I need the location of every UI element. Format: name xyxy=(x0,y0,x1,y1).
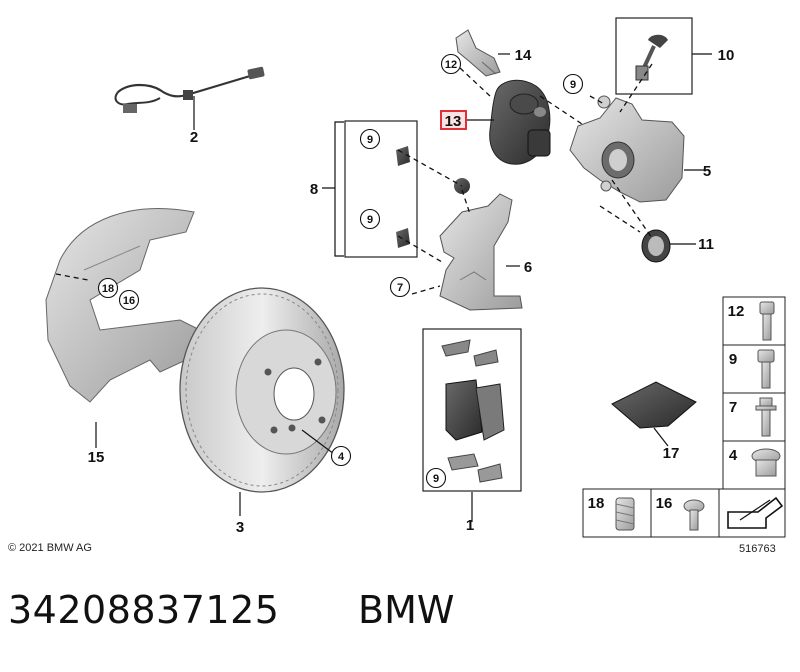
callout-3: 3 xyxy=(236,519,244,536)
assembly-lines xyxy=(55,63,653,295)
callout-7: 7 xyxy=(397,282,403,294)
brake-actuator-part-13 xyxy=(489,79,551,165)
image-number: 516763 xyxy=(739,543,776,555)
callout-18: 18 xyxy=(102,283,114,295)
callout-6: 6 xyxy=(524,259,532,276)
brake-pad-box-part-1 xyxy=(422,328,522,492)
callout-9-pads: 9 xyxy=(433,473,439,485)
brake-disc-part-3 xyxy=(179,287,345,493)
copyright-text: © 2021 BMW AG xyxy=(8,542,92,554)
grid-label-7: 7 xyxy=(729,399,737,416)
bolt-12-icon xyxy=(759,301,775,341)
grid-label-16: 16 xyxy=(656,495,673,512)
arrow-symbol-icon xyxy=(727,496,784,529)
bolt-set-box-part-8 xyxy=(344,120,418,258)
leader-lines xyxy=(95,53,712,522)
grid-label-18: 18 xyxy=(588,495,605,512)
plug-4-icon xyxy=(751,448,781,477)
callout-labels: 1 2 3 5 6 8 10 11 14 15 17 xyxy=(88,47,735,536)
callout-9-top: 9 xyxy=(570,79,576,91)
wear-sensor-cable xyxy=(114,66,265,113)
callout-12: 12 xyxy=(445,59,457,71)
brand-name: BMW xyxy=(358,588,455,632)
wear-sensor-part-10 xyxy=(615,17,693,95)
shim-part-17 xyxy=(611,381,697,429)
callout-13: 13 xyxy=(445,113,462,130)
caliper-part-5 xyxy=(569,95,685,203)
callout-4: 4 xyxy=(338,451,345,463)
caliper-carrier-part-6 xyxy=(439,178,523,311)
grid-label-4: 4 xyxy=(729,447,738,464)
callout-15: 15 xyxy=(88,449,105,466)
grid-label-12: 12 xyxy=(728,303,745,320)
thread-insert-18-icon xyxy=(615,497,635,531)
callout-16: 16 xyxy=(123,295,135,307)
dust-shield-part-15 xyxy=(45,208,201,403)
grid-label-9: 9 xyxy=(729,351,737,368)
callout-13-highlight: 13 xyxy=(440,110,467,130)
bracket-part-14 xyxy=(455,29,501,77)
highlight-box xyxy=(440,110,467,130)
callout-14: 14 xyxy=(515,47,532,64)
bolt-9-icon xyxy=(757,349,775,389)
circled-callouts: 12 9 9 9 7 18 16 4 9 xyxy=(97,53,584,489)
bolt-7-icon xyxy=(755,397,777,437)
callout-9-box-lower: 9 xyxy=(367,214,373,226)
callout-2: 2 xyxy=(190,129,198,146)
callout-17: 17 xyxy=(663,445,680,462)
callout-10: 10 xyxy=(718,47,735,64)
callout-9-box-upper: 9 xyxy=(367,134,373,146)
part-number: 34208837125 xyxy=(8,588,280,632)
seal-ring-part-11 xyxy=(641,229,671,263)
fastener-grid: 12 9 7 4 18 16 xyxy=(582,296,786,538)
callout-8: 8 xyxy=(310,181,318,198)
screw-16-icon xyxy=(683,499,705,531)
callout-11: 11 xyxy=(698,236,714,253)
callout-1: 1 xyxy=(466,517,474,534)
callout-5: 5 xyxy=(703,163,711,180)
